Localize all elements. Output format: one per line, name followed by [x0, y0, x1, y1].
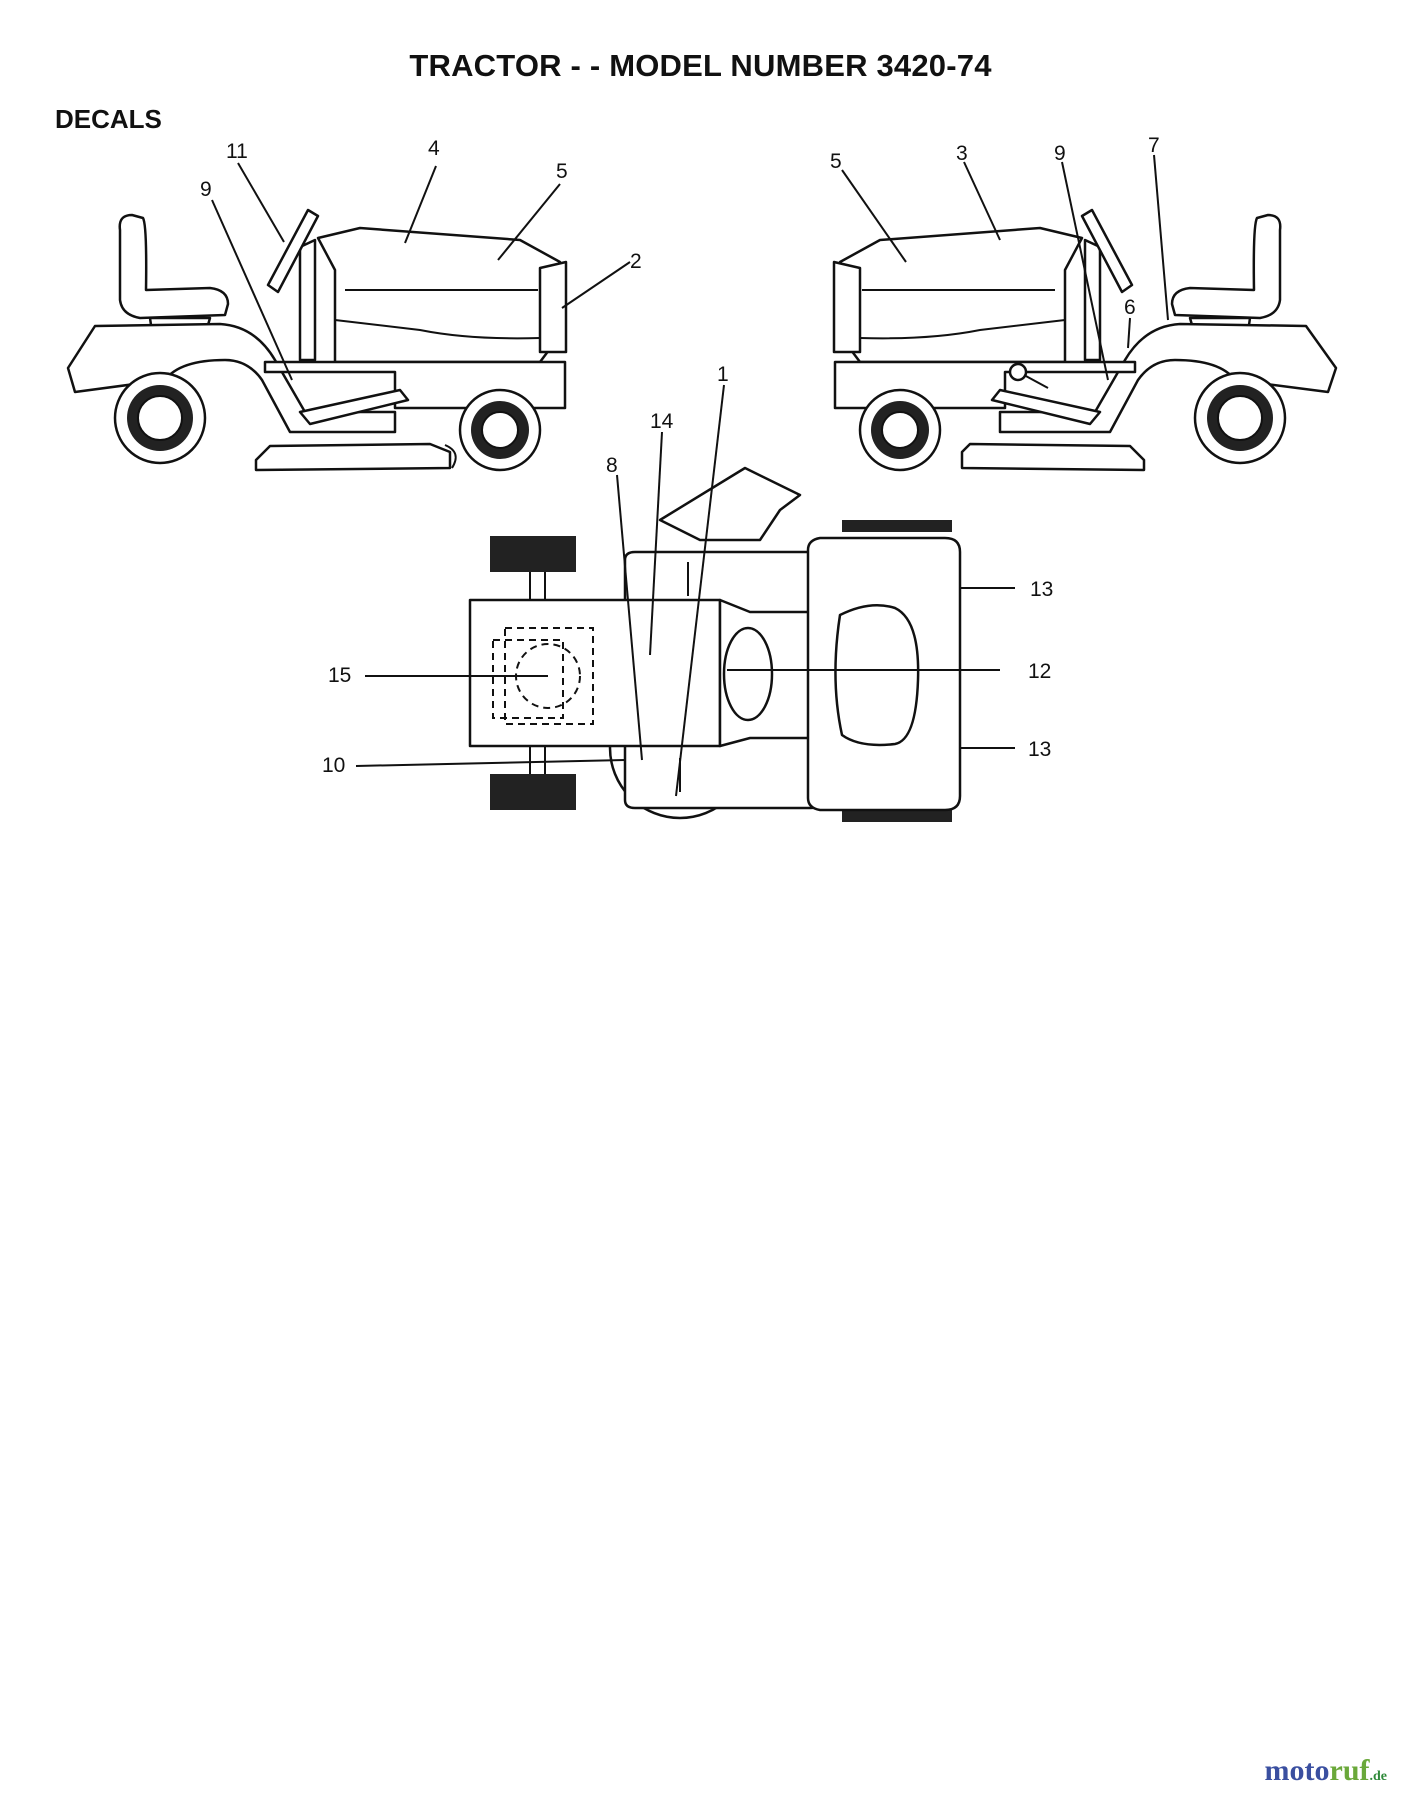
tractor-left-side-view: [66, 208, 568, 472]
callout-4: 4: [428, 137, 440, 160]
callout-9: 9: [1054, 142, 1066, 165]
callout-13: 13: [1030, 578, 1053, 601]
callout-11: 11: [226, 140, 248, 163]
tractor-top-view: [468, 466, 962, 822]
callout-7: 7: [1148, 134, 1160, 157]
callout-2: 2: [630, 250, 642, 273]
watermark-part1: moto: [1264, 1754, 1330, 1787]
callout-9: 9: [200, 178, 212, 201]
top-view-leader-lines: [355, 384, 1015, 797]
callout-10: 10: [322, 754, 345, 777]
motoruf-watermark: motoruf.de: [1265, 1754, 1387, 1788]
callout-5: 5: [830, 150, 842, 173]
rear-wheel-bottom: [490, 774, 576, 810]
callout-1: 1: [717, 363, 729, 386]
rear-wheel-top: [490, 536, 576, 572]
callout-3: 3: [956, 142, 968, 165]
callout-8: 8: [606, 454, 618, 477]
section-heading: DECALS: [55, 104, 162, 134]
left-view-leader-lines: [211, 162, 631, 381]
callout-13: 13: [1028, 738, 1051, 761]
page-title: TRACTOR - - MODEL NUMBER 3420-74: [409, 48, 992, 83]
callout-14: 14: [650, 410, 674, 433]
top-view-callouts: 1 14 8 13 12 13 15 10: [322, 363, 1053, 777]
callout-12: 12: [1028, 660, 1051, 683]
tractor-right-side-view: [832, 208, 1338, 472]
right-view-callouts: 5 3 9 7 6: [830, 134, 1160, 319]
right-view-leader-lines: [841, 154, 1169, 381]
watermark-suffix: .de: [1369, 1769, 1388, 1784]
left-view-callouts: 11 4 5 9 2: [200, 137, 642, 273]
watermark-part2: ruf: [1329, 1754, 1370, 1787]
callout-6: 6: [1124, 296, 1136, 319]
callout-5: 5: [556, 160, 568, 183]
callout-15: 15: [328, 664, 351, 687]
